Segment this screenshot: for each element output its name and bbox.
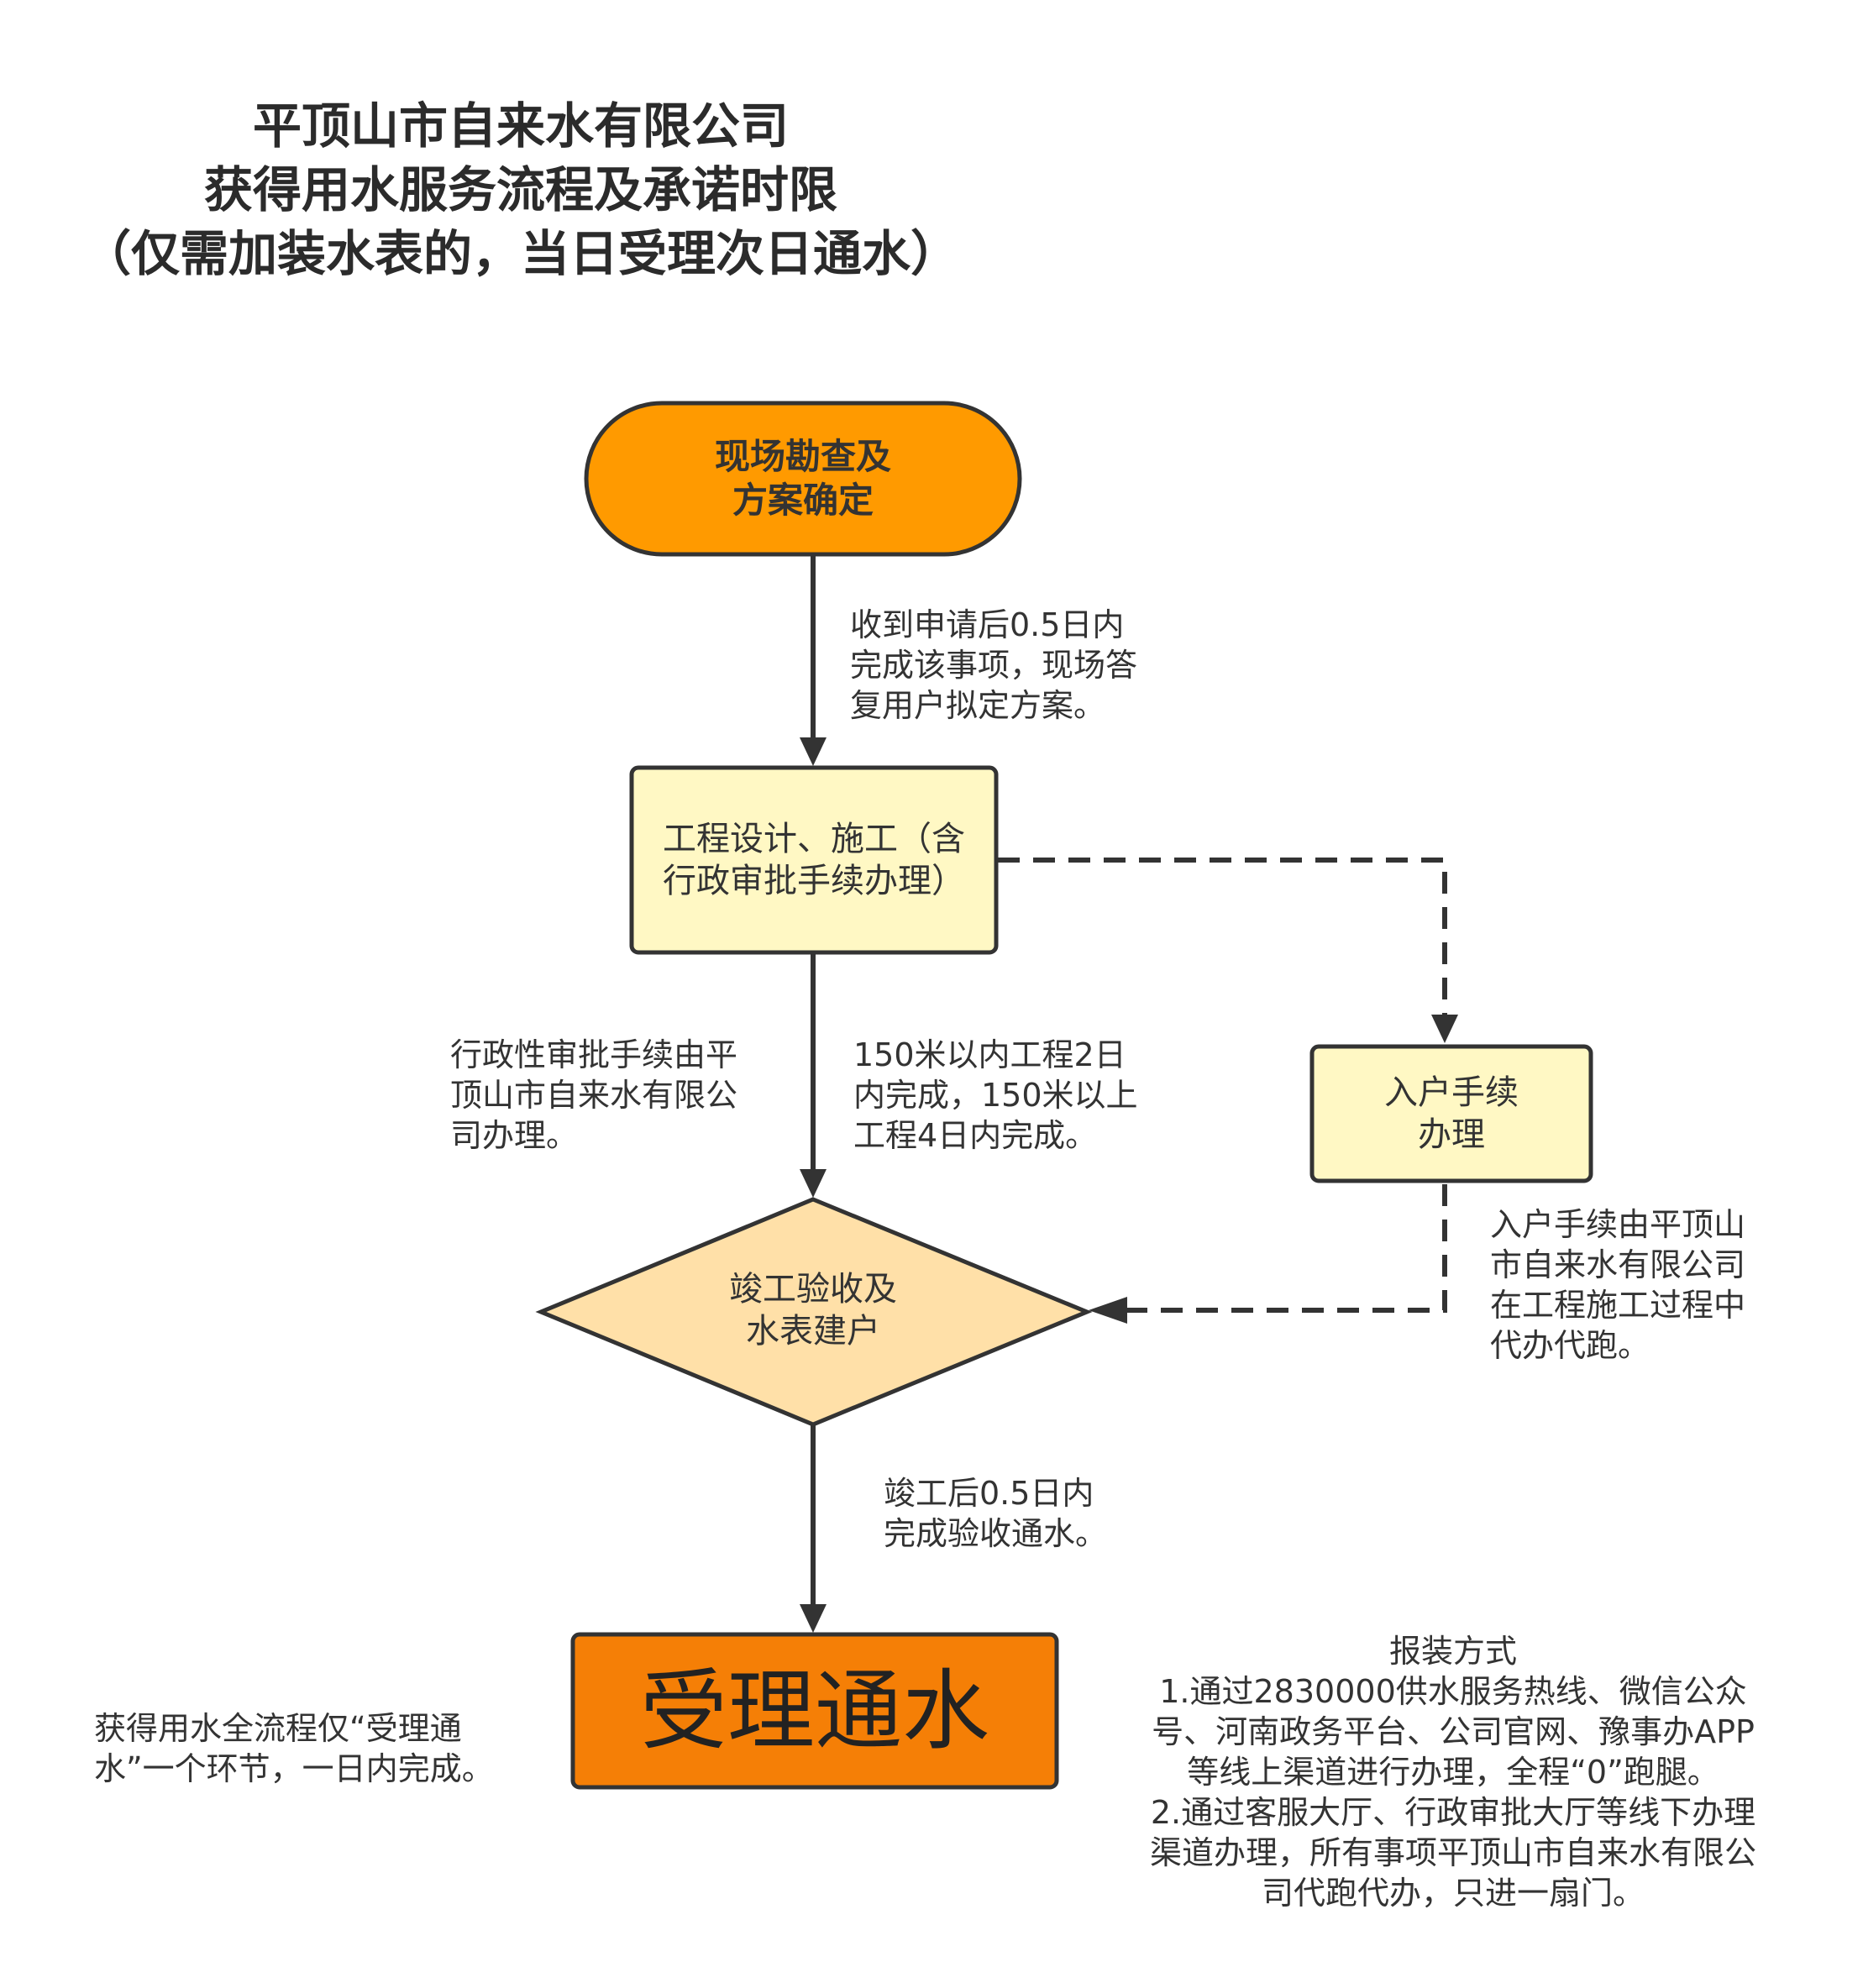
page-title: 平顶山市自来水有限公司 获得用水服务流程及承诺时限 （仅需加装水表的，当日受理次…: [0, 94, 1042, 286]
methods-title: 报装方式: [1388, 1633, 1517, 1670]
note-line: 完成验收通水。: [884, 1515, 1108, 1552]
note-line: 150米以内工程2日: [853, 1036, 1126, 1073]
dashed-design-to-household: [998, 858, 1447, 1018]
note-admin-approval: 行政性审批手续由平 顶山市自来水有限公 司办理。: [450, 1035, 737, 1156]
design-node-line-2: 行政审批手续办理）: [663, 862, 965, 900]
title-line-3: （仅需加装水表的，当日受理次日通水）: [81, 225, 959, 282]
note-line: 获得用水全流程仅“受理通: [94, 1710, 462, 1747]
note-line: 内完成，150米以上: [853, 1077, 1138, 1114]
design-node: 工程设计、施工（含 行政审批手续办理）: [632, 768, 996, 952]
household-node-line-2: 办理: [1418, 1115, 1485, 1154]
title-line-1: 平顶山市自来水有限公司: [252, 97, 789, 155]
arrowhead-acceptance-side: [1089, 1297, 1127, 1324]
methods-line: 2.通过客服大厅、行政审批大厅等线下办理: [1150, 1794, 1756, 1831]
note-household: 入户手续由平顶山 市自来水有限公司 在工程施工过程中 代办代跑。: [1490, 1204, 1745, 1366]
note-line: 水”一个环节，一日内完成。: [94, 1750, 494, 1787]
note-line: 复用户拟定方案。: [850, 687, 1106, 724]
methods-line: 司代跑代办，只进一扇门。: [1261, 1875, 1645, 1912]
accept-water-node: 受理通水: [573, 1634, 1057, 1787]
survey-node-line-2: 方案确定: [732, 480, 874, 521]
survey-node-line-1: 现场勘查及: [714, 436, 891, 477]
methods-line: 号、河南政务平台、公司官网、豫事办APP: [1152, 1713, 1755, 1750]
design-node-shape: [629, 765, 999, 955]
household-node: 入户手续 办理: [1312, 1046, 1591, 1181]
note-line: 司办理。: [450, 1117, 579, 1154]
arrowhead-end: [800, 1604, 827, 1633]
acceptance-node-shape: [535, 1197, 1093, 1427]
title-line-2: 获得用水服务流程及承诺时限: [203, 161, 837, 218]
arrowhead-household: [1431, 1015, 1458, 1043]
note-line: 顶山市自来水有限公: [450, 1077, 738, 1114]
household-node-line-1: 入户手续: [1384, 1073, 1519, 1112]
household-node-shape: [1309, 1044, 1593, 1183]
acceptance-node-line-1: 竣工验收及: [729, 1270, 897, 1309]
acceptance-node-line-2: 水表建户: [746, 1312, 880, 1351]
note-line: 收到申请后0.5日内: [850, 606, 1125, 643]
note-line: 在工程施工过程中: [1490, 1287, 1746, 1324]
survey-node: 现场勘查及 方案确定: [586, 403, 1020, 554]
acceptance-node: 竣工验收及 水表建户: [638, 1243, 988, 1377]
note-line: 市自来水有限公司: [1490, 1246, 1746, 1283]
note-line: 入户手续由平顶山: [1490, 1206, 1746, 1243]
arrowhead-acceptance: [800, 1169, 827, 1198]
note-line: 代办代跑。: [1490, 1327, 1650, 1364]
accept-water-node-shape: [570, 1632, 1059, 1790]
note-whole-process: 获得用水全流程仅“受理通 水”一个环节，一日内完成。: [94, 1708, 494, 1789]
arrowhead-design: [800, 737, 827, 766]
methods-line: 渠道办理，所有事项平顶山市自来水有限公: [1149, 1834, 1756, 1871]
note-survey-time: 收到申请后0.5日内 完成该事项，现场答 复用户拟定方案。: [850, 605, 1137, 726]
methods-line: 1.通过2830000供水服务热线、微信公众: [1159, 1673, 1747, 1710]
note-application-methods: 报装方式 1.通过2830000供水服务热线、微信公众 号、河南政务平台、公司官…: [1134, 1631, 1772, 1913]
note-construction-time: 150米以内工程2日 内完成，150米以上 工程4日内完成。: [853, 1035, 1138, 1156]
dashed-household-to-acceptance: [1124, 1184, 1447, 1313]
accept-water-label: 受理通水: [639, 1660, 989, 1762]
note-line: 竣工后0.5日内: [884, 1475, 1094, 1512]
methods-line: 等线上渠道进行办理，全程“0”跑腿。: [1187, 1754, 1719, 1791]
survey-node-shape: [584, 401, 1022, 557]
note-line: 行政性审批手续由平: [450, 1036, 738, 1073]
design-node-line-1: 工程设计、施工（含: [663, 820, 965, 858]
note-acceptance-time: 竣工后0.5日内 完成验收通水。: [884, 1473, 1107, 1554]
note-line: 工程4日内完成。: [853, 1117, 1098, 1154]
note-line: 完成该事项，现场答: [850, 647, 1138, 684]
